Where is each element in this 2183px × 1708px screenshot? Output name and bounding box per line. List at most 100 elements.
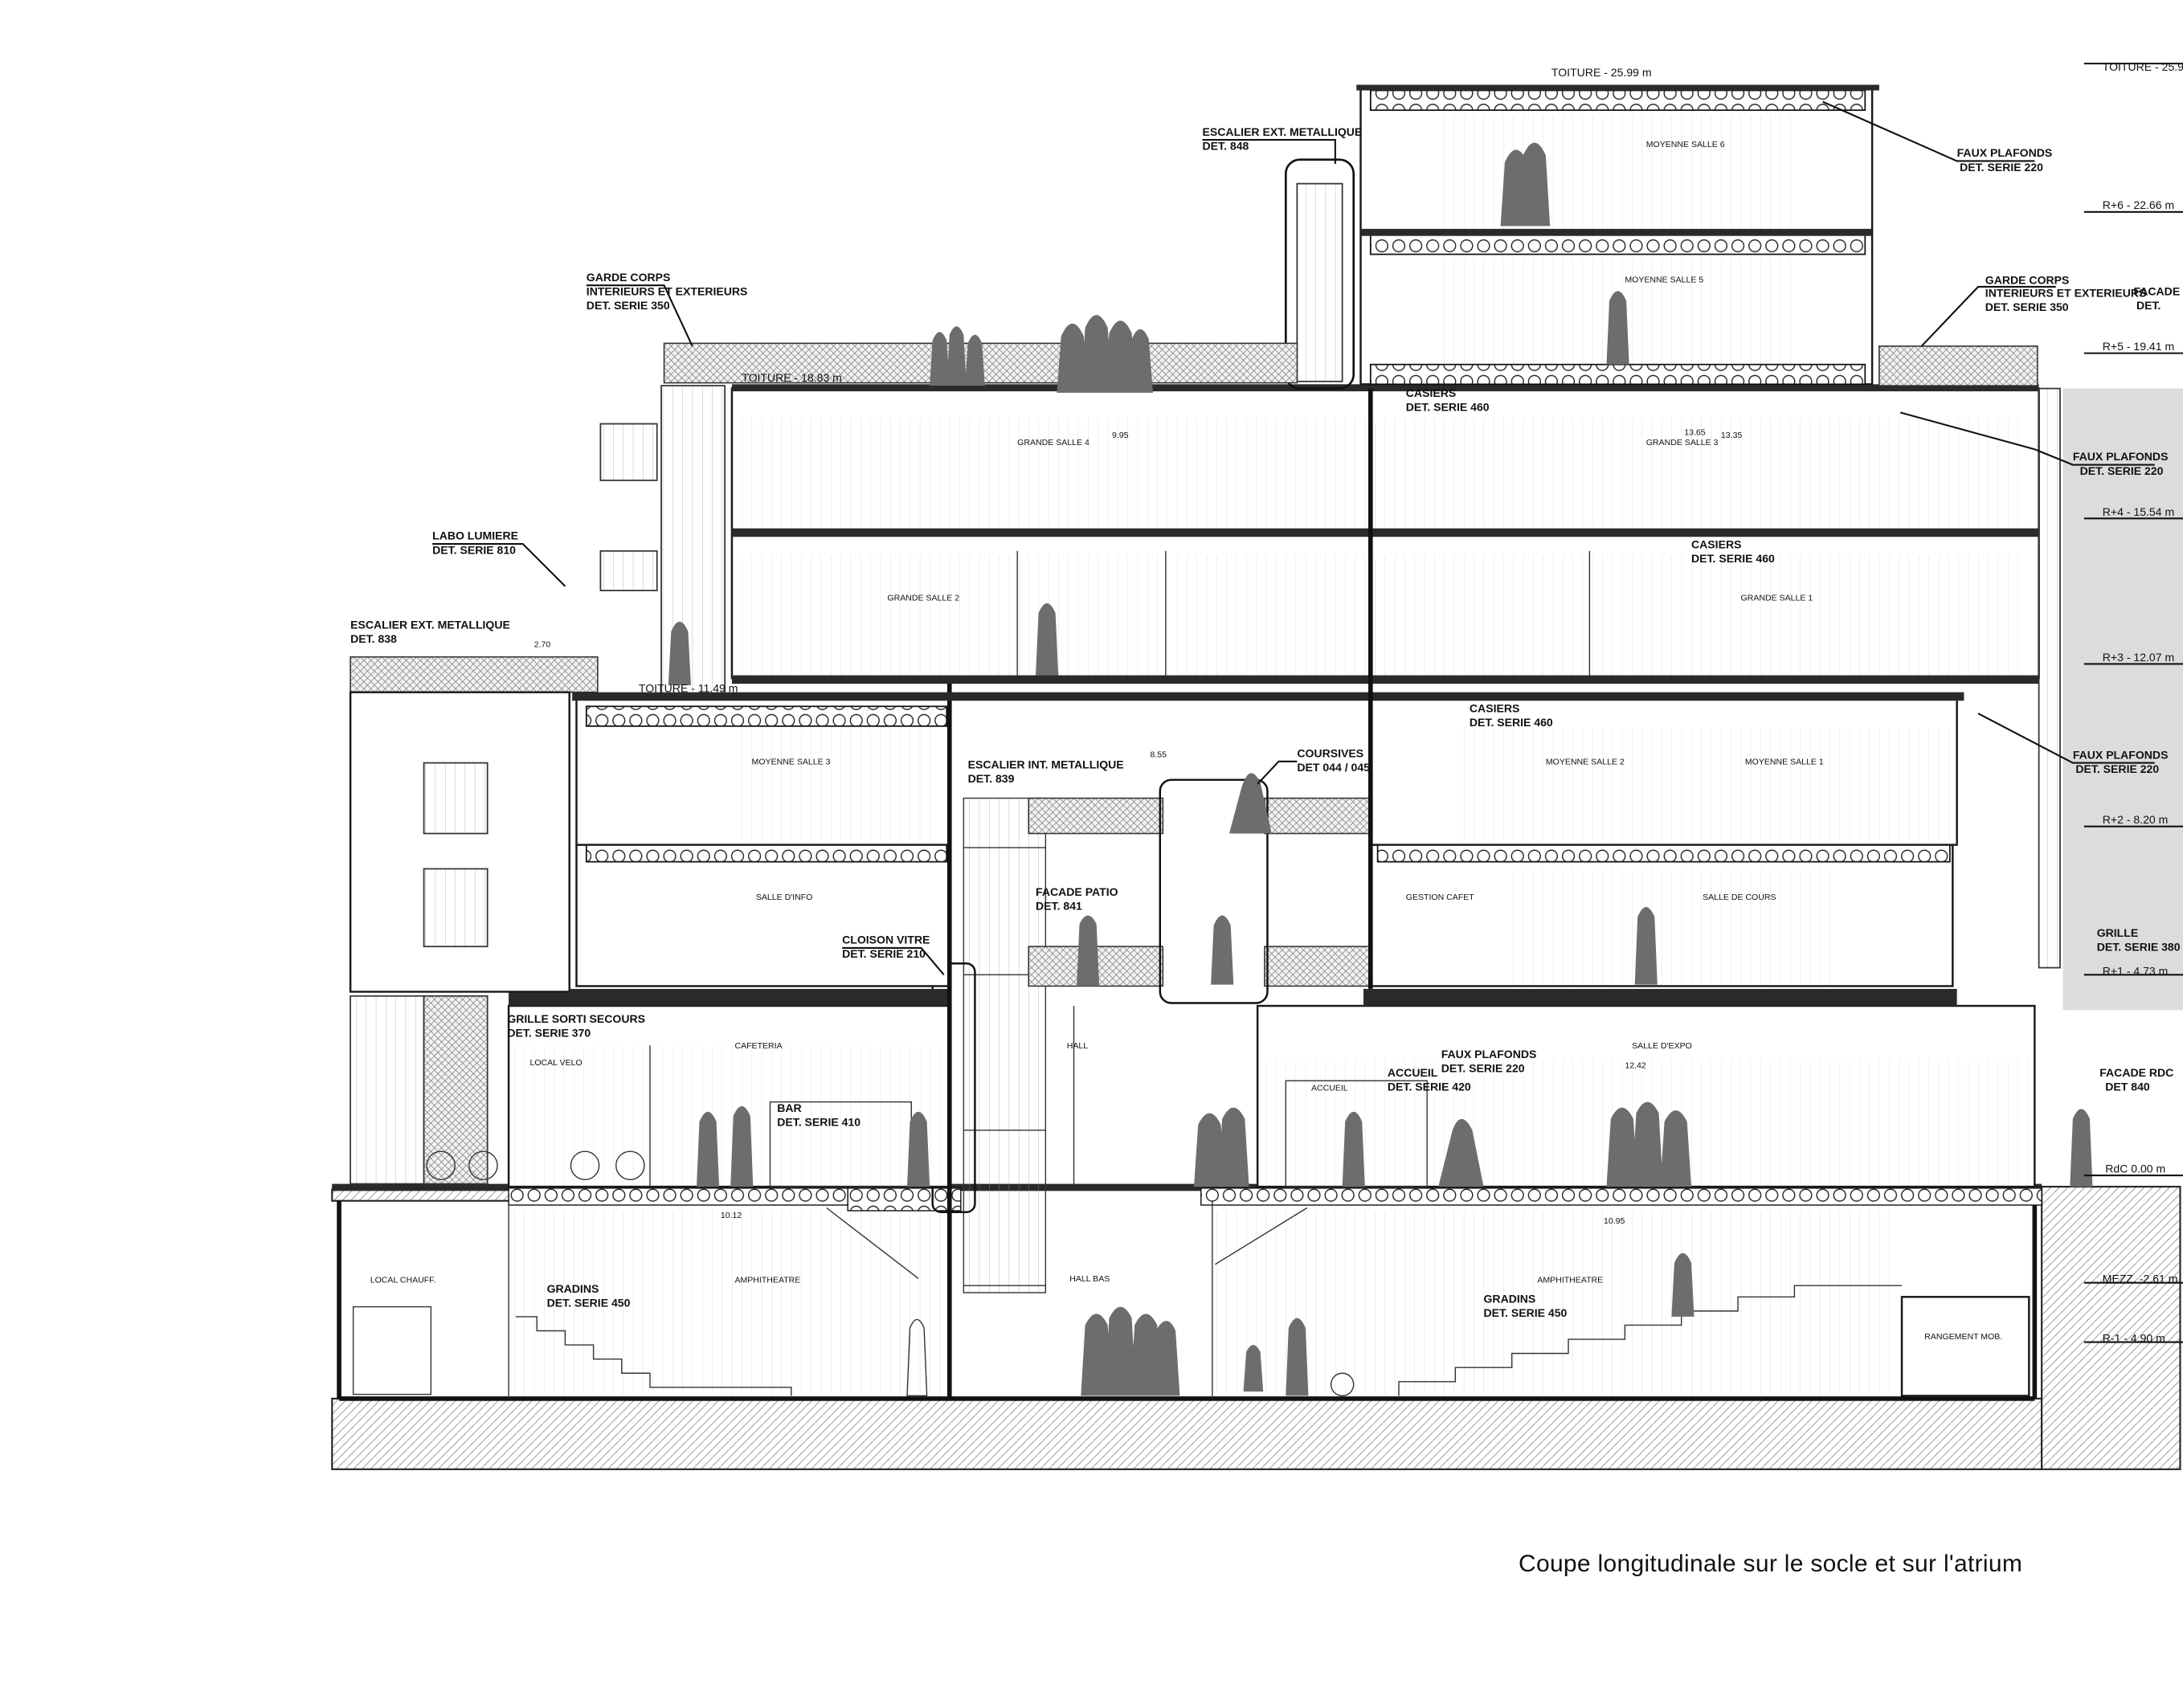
room-moyenne-salle-5: MOYENNE SALLE 5 [1625,276,1703,285]
annot-faux-plafonds-3-1: FAUX PLAFONDS [2073,748,2169,761]
gradins-left-steps [515,1316,792,1396]
annot-facade-patio-2: DET. 841 [1036,899,1082,912]
annot-grille-sortie-1: GRILLE SORTI SECOURS [507,1012,645,1025]
annot-bar-1: BAR [777,1101,801,1114]
dim-855: 8.55 [1150,750,1167,760]
annot-labo-lumiere-2: DET. SERIE 810 [432,543,516,556]
annot-escalier-ext-left-1: ESCALIER EXT. METALLIQUE [350,619,510,631]
roof-level-low: TOITURE - 11.49 m [639,682,738,695]
level-rdc: RdC 0.00 m [2105,1163,2165,1175]
annot-casiers-3-2: DET. SERIE 460 [1470,716,1553,729]
annot-facade-e-2: DET. [2136,299,2161,312]
floor-r2 [572,678,1964,1399]
roof-level-mid: TOITURE - 18.83 m [742,371,842,384]
room-gestion-cafet: GESTION CAFET [1406,893,1475,902]
dim-270: 2.70 [534,639,551,649]
room-grande-salle-3: GRANDE SALLE 3 [1646,438,1719,447]
left-annex [349,385,726,1185]
level-toiture: TOITURE - 25.99 [2103,60,2183,73]
level-r2: R+2 - 8.20 m [2103,813,2169,826]
annot-garde-corps-right-2: INTERIEURS ET EXTERIEURS [1985,286,2147,299]
annot-facade-e-1: FACADE E [2133,285,2183,298]
dim-1012: 10.12 [721,1211,742,1220]
annot-gradins-2-2: DET. SERIE 450 [1484,1306,1568,1319]
room-names: MOYENNE SALLE 6 MOYENNE SALLE 5 GRANDE S… [370,140,2003,1342]
level-mezz: MEZZ. -2.61 m [2103,1273,2178,1285]
annot-escalier-ext-top-1: ESCALIER EXT. METALLIQUE [1203,125,1363,138]
annot-faux-plafonds-2-1: FAUX PLAFONDS [2073,450,2169,463]
annot-accueil-2: DET. SERIE 420 [1388,1081,1471,1093]
annot-garde-corps-left-3: DET. SERIE 350 [587,299,670,312]
room-grande-salle-1: GRANDE SALLE 1 [1741,593,1813,603]
annot-escalier-ext-top-2: DET. 848 [1203,139,1249,152]
annot-faux-plafonds-3-2: DET. SERIE 220 [2075,762,2159,775]
level-r3: R+3 - 12.07 m [2103,651,2174,664]
gradins-right-steps [1398,1285,1903,1396]
annot-garde-corps-right-3: DET. SERIE 350 [1985,300,2069,313]
room-moyenne-salle-1: MOYENNE SALLE 1 [1745,757,1824,766]
level-r5: R+5 - 19.41 m [2103,340,2174,353]
roof-level-top: TOITURE - 25.99 m [1551,66,1652,79]
annot-cloison-vitre-2: DET. SERIE 210 [842,947,926,960]
annot-gradins-2-1: GRADINS [1484,1292,1536,1305]
annot-faux-plafonds-1-2: DET. SERIE 220 [1960,161,2043,174]
people-silhouettes [426,142,2093,1397]
annot-gradins-1-1: GRADINS [547,1282,599,1295]
annot-garde-corps-right-1: GARDE CORPS [1985,273,2070,286]
dimension-values: 13.65 13.35 10.12 12.42 9.95 10.95 8.55 … [534,428,1743,1226]
annot-faux-plafonds-rdc-2: DET. SERIE 220 [1441,1062,1525,1075]
annot-casiers-2-2: DET. SERIE 460 [1691,552,1775,565]
room-amphi-1: AMPHITHEATRE [734,1276,800,1285]
room-salle-expo: SALLE D'EXPO [1632,1041,1692,1051]
annot-facade-rdc-2: DET 840 [2105,1081,2150,1093]
annot-coursives-2: DET 044 / 045 [1297,761,1370,774]
drawing-caption: Coupe longitudinale sur le socle et sur … [1519,1551,2023,1577]
dim-1365: 13.65 [1684,428,1706,438]
annot-garde-corps-left-1: GARDE CORPS [587,271,671,284]
annot-grille-right-2: DET. SERIE 380 [2097,940,2181,953]
dim-1095: 10.95 [1604,1216,1625,1226]
annot-bar-2: DET. SERIE 410 [777,1116,861,1129]
room-rangement: RANGEMENT MOB. [1924,1332,2002,1342]
annot-coursives-1: COURSIVES [1297,747,1363,760]
dim-1242: 12.42 [1625,1060,1646,1070]
floors-r3-r4 [730,384,2183,1011]
floor-r1 [575,778,1954,1004]
level-markers: TOITURE - 25.99 R+6 - 22.66 m R+5 - 19.4… [2083,60,2183,1345]
room-salle-cours: SALLE DE COURS [1703,893,1776,902]
room-accueil: ACCUEIL [1311,1084,1348,1093]
room-moyenne-salle-2: MOYENNE SALLE 2 [1546,757,1625,766]
annot-faux-plafonds-rdc-1: FAUX PLAFONDS [1441,1048,1537,1060]
dim-995: 9.95 [1112,431,1129,440]
ground-floor [507,988,2036,1188]
room-local-chauff: LOCAL CHAUFF. [370,1276,436,1285]
annot-escalier-int-2: DET. 839 [968,772,1015,785]
annot-escalier-int-1: ESCALIER INT. METALLIQUE [968,758,1124,771]
annot-escalier-ext-left-2: DET. 838 [350,632,397,645]
annot-accueil-1: ACCUEIL [1388,1066,1438,1079]
room-hall-bas: HALL BAS [1069,1274,1110,1284]
room-hall: HALL [1067,1041,1089,1051]
room-cafeteria: CAFETERIA [734,1041,783,1051]
level-r6: R+6 - 22.66 m [2103,198,2174,211]
annot-casiers-3-1: CASIERS [1470,701,1519,714]
level-r4: R+4 - 15.54 m [2103,505,2174,518]
detail-annotations: ESCALIER EXT. METALLIQUE DET. 848 GARDE … [350,100,2183,1319]
annot-gradins-1-2: DET. SERIE 450 [547,1297,631,1310]
annot-facade-rdc-1: FACADE RDC [2099,1066,2173,1079]
room-grande-salle-4: GRANDE SALLE 4 [1017,438,1089,447]
annot-cloison-vitre-1: CLOISON VITRE [842,934,930,946]
annot-casiers-1-2: DET. SERIE 460 [1406,401,1490,414]
room-salle-info: SALLE D'INFO [756,893,813,902]
level-r1: R+1 - 4.73 m [2103,964,2169,977]
annot-casiers-2-1: CASIERS [1691,537,1741,550]
room-moyenne-salle-6: MOYENNE SALLE 6 [1646,140,1725,149]
room-moyenne-salle-3: MOYENNE SALLE 3 [752,757,831,766]
annot-faux-plafonds-2-2: DET. SERIE 220 [2080,464,2164,477]
room-local-velo: LOCAL VELO [529,1058,582,1068]
room-amphi-2: AMPHITHEATRE [1537,1276,1603,1285]
room-grande-salle-2: GRANDE SALLE 2 [887,593,959,603]
annot-faux-plafonds-1-1: FAUX PLAFONDS [1957,146,2053,159]
central-stair [931,797,1047,1293]
